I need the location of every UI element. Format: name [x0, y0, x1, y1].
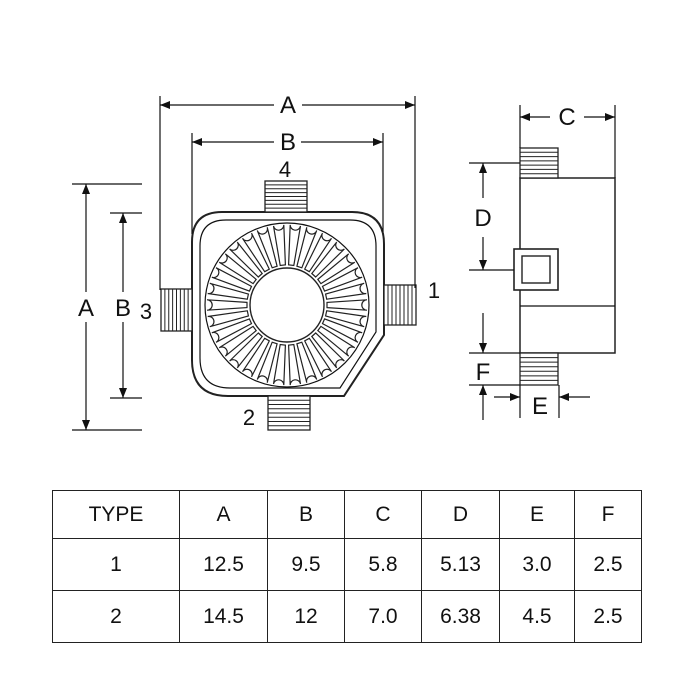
dimension-lines [72, 96, 616, 431]
winding-turn [241, 337, 271, 378]
winding-turn [287, 343, 302, 386]
dim-label-A-left: A [78, 295, 94, 322]
winding-turn [287, 224, 302, 267]
table-cell: 7.0 [344, 590, 422, 643]
body-inner-outline [199, 219, 377, 389]
dim-label-D: D [474, 205, 491, 232]
winding-turn [272, 224, 287, 267]
body-outline [191, 211, 385, 397]
winding-turn [211, 267, 253, 292]
side-lead-bottom-stripes [519, 352, 559, 386]
table-cell: 5.13 [421, 538, 500, 591]
winding-turn [296, 227, 318, 269]
winding-turn [218, 253, 258, 285]
winding-turn [321, 318, 363, 343]
table-cell: 1 [52, 538, 180, 591]
table-header-cell: TYPE [52, 490, 180, 539]
table-cell: 6.38 [421, 590, 500, 643]
dim-label-B-top: B [280, 129, 296, 156]
table-row: 1 12.5 9.5 5.8 5.13 3.0 2.5 [52, 538, 642, 591]
winding-turn [207, 282, 250, 300]
pin-label-4: 4 [279, 157, 291, 182]
winding-turn [316, 325, 356, 357]
winding-turn [256, 227, 278, 269]
winding-turn [229, 332, 264, 369]
winding-turn [324, 282, 367, 300]
table-header-cell: D [421, 490, 500, 539]
winding-turn [229, 241, 264, 278]
table-cell: 2.5 [574, 538, 642, 591]
side-lead-top [519, 147, 559, 179]
terminal-lead-2 [267, 395, 311, 431]
table-header-cell: B [267, 490, 345, 539]
winding-turn [218, 325, 258, 357]
winding-turn [206, 299, 248, 311]
table-header-cell: A [179, 490, 268, 539]
toroid-winding [206, 224, 368, 386]
winding-turn [241, 232, 271, 273]
table-header-cell: C [344, 490, 422, 539]
winding-turn [326, 299, 368, 311]
toroid-outer-ring [204, 222, 370, 388]
side-lead-bottom [519, 352, 559, 386]
pin-label-2: 2 [243, 405, 255, 430]
terminal-lead-3 [160, 288, 193, 332]
winding-turn [310, 332, 345, 369]
terminal-lead-4 [264, 180, 308, 213]
pin-label-3: 3 [140, 299, 152, 324]
dim-label-E: E [532, 393, 548, 420]
table-header-row: TYPE A B C D E F [52, 490, 642, 539]
winding-turn [211, 318, 253, 343]
pin-label-1: 1 [428, 278, 440, 303]
table-header-cell: F [574, 490, 642, 539]
winding-turn [256, 341, 278, 383]
table-cell: 4.5 [499, 590, 575, 643]
toroid-drawing: A B A B C D F E 1 2 3 4 [72, 92, 616, 431]
table-cell: 9.5 [267, 538, 345, 591]
winding-turn [303, 232, 333, 273]
table-cell: 12.5 [179, 538, 268, 591]
table-cell: 14.5 [179, 590, 268, 643]
winding-turn [316, 253, 356, 285]
dim-label-A-top: A [280, 92, 296, 119]
table-row: 2 14.5 12 7.0 6.38 4.5 2.5 [52, 590, 642, 643]
terminal-leads [160, 180, 417, 431]
table-cell: 12 [267, 590, 345, 643]
winding-turn [310, 241, 345, 278]
table-cell: 2.5 [574, 590, 642, 643]
winding-turn [207, 310, 250, 328]
winding-turn [303, 337, 333, 378]
table-cell: 2 [52, 590, 180, 643]
side-lead-top-stripes [519, 147, 559, 179]
table-cell: 5.8 [344, 538, 422, 591]
winding-turn [272, 343, 287, 386]
winding-turn [324, 310, 367, 328]
side-core-window-inner [521, 255, 551, 284]
front-view [160, 180, 417, 431]
dim-label-F: F [476, 359, 491, 386]
winding-turn [296, 341, 318, 383]
table-cell: 3.0 [499, 538, 575, 591]
dim-label-C: C [558, 104, 575, 131]
winding-turn [321, 267, 363, 292]
side-view [513, 147, 616, 386]
dim-label-B-left: B [115, 295, 131, 322]
terminal-lead-1 [383, 284, 417, 326]
table-header-cell: E [499, 490, 575, 539]
toroid-inner-hole [249, 267, 325, 343]
dimensions-table: TYPE A B C D E F 1 12.5 9.5 5.8 5.13 3.0… [52, 490, 642, 643]
